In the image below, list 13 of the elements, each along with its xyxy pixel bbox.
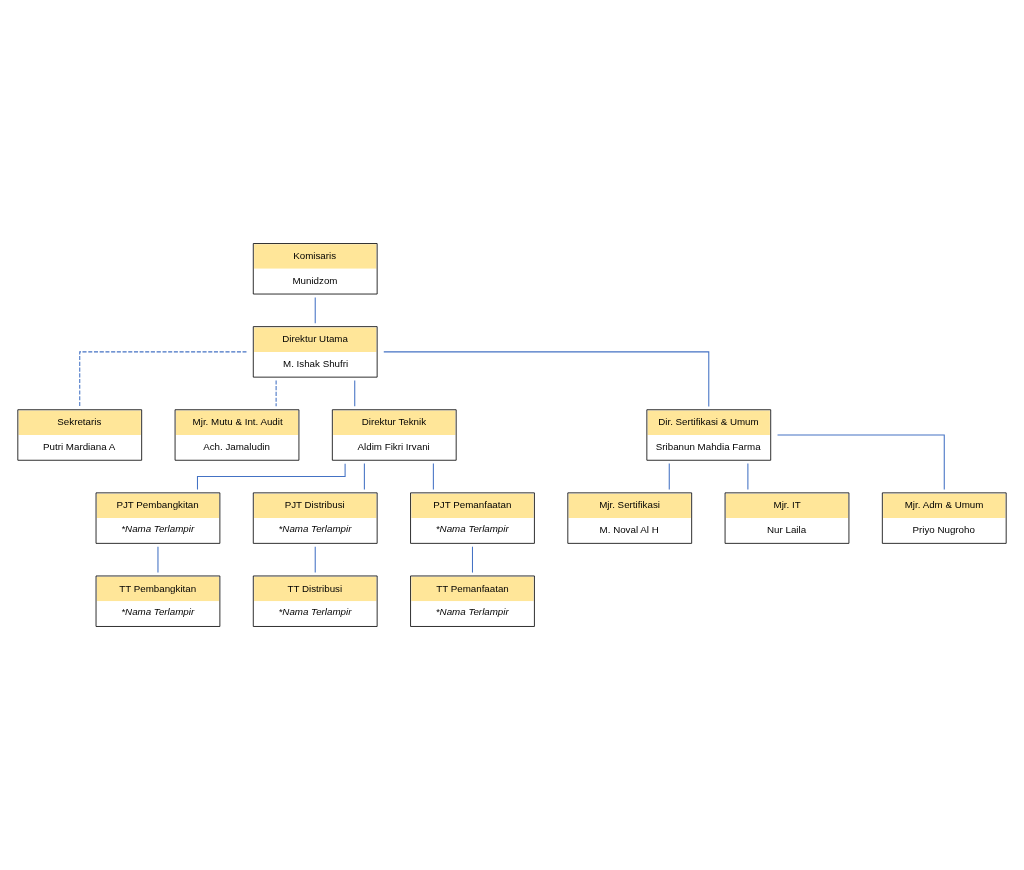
connector bbox=[314, 546, 316, 574]
connector bbox=[383, 351, 710, 407]
connector bbox=[471, 546, 473, 574]
connector bbox=[314, 296, 316, 324]
connector bbox=[79, 351, 247, 407]
connector bbox=[432, 463, 434, 490]
connector bbox=[777, 434, 945, 491]
connector bbox=[354, 379, 356, 407]
connector bbox=[747, 463, 749, 490]
connector bbox=[157, 546, 159, 574]
connector bbox=[668, 463, 670, 490]
connector bbox=[275, 379, 277, 407]
connector bbox=[363, 463, 365, 490]
